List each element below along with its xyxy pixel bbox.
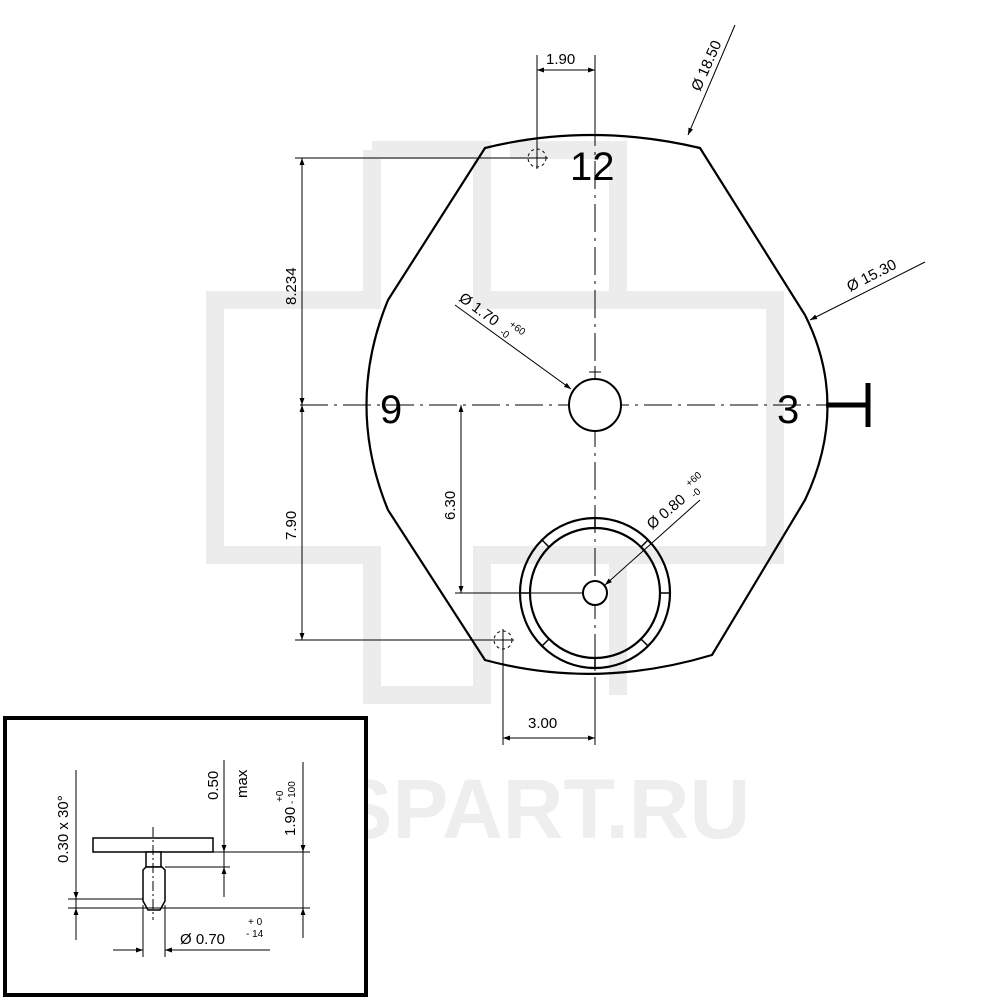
inset-diameter: Ø 0.70 + 0 - 14 xyxy=(180,917,264,948)
hour-3: 3 xyxy=(777,388,799,432)
dim-6-30: 6.30 xyxy=(442,491,459,520)
pin-marks xyxy=(492,147,548,651)
svg-text:- 14: - 14 xyxy=(246,929,264,940)
dimension-lines xyxy=(295,24,926,745)
svg-text:+0: +0 xyxy=(275,790,286,802)
dim-lower-hole: Ø 0.80 +60 -0 xyxy=(644,470,705,533)
svg-text:1.90: 1.90 xyxy=(282,807,299,836)
dim-1-90: 1.90 xyxy=(546,51,575,68)
movement-outline xyxy=(365,133,829,675)
lower-hole xyxy=(582,580,608,606)
dim-3-00: 3.00 xyxy=(528,715,557,732)
stem-detail-inset: 0.30 x 30° 0.50 max 1.90 +0 - 100 Ø 0.70… xyxy=(3,716,368,997)
dim-7-90: 7.90 xyxy=(283,511,300,540)
watermark xyxy=(206,141,784,704)
hour-9: 9 xyxy=(380,388,402,432)
center-hole xyxy=(568,378,622,432)
svg-text:+60: +60 xyxy=(684,470,704,490)
dim-15-30: Ø 15.30 xyxy=(844,256,899,295)
hour-12: 12 xyxy=(570,145,615,189)
inset-chamfer: 0.30 x 30° xyxy=(55,795,72,863)
crown xyxy=(826,383,871,427)
dim-8-234: 8.234 xyxy=(283,267,300,305)
svg-text:- 100: - 100 xyxy=(287,781,298,804)
svg-text:Ø 0.70: Ø 0.70 xyxy=(180,931,225,948)
svg-text:Ø 0.80: Ø 0.80 xyxy=(644,491,689,533)
svg-text:+ 0: + 0 xyxy=(248,917,263,928)
inset-length: 1.90 +0 - 100 xyxy=(275,781,299,836)
inset-height: 0.50 xyxy=(205,771,222,800)
svg-text:+60: +60 xyxy=(507,319,528,338)
dim-18-50: Ø 18.50 xyxy=(688,38,725,94)
inset-max: max xyxy=(234,769,251,798)
